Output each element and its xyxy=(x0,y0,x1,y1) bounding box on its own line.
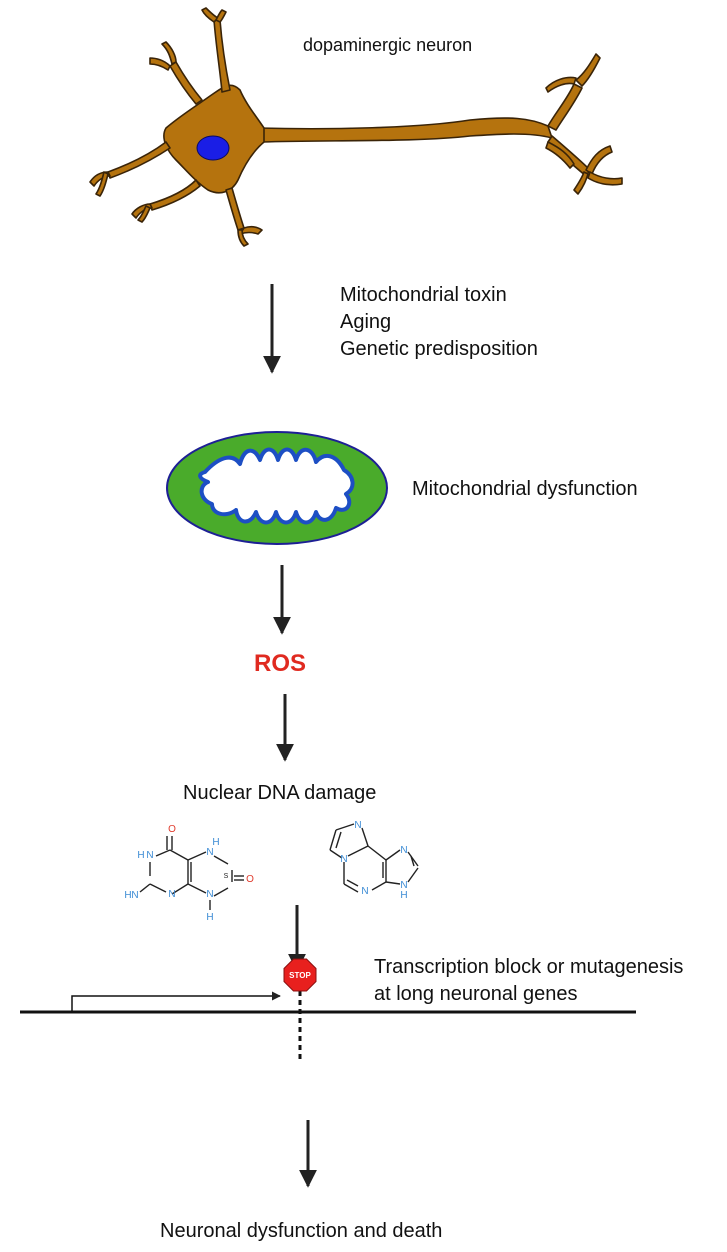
etheno-atoms: N N N N N H xyxy=(340,820,407,901)
ros-label: ROS xyxy=(254,650,307,677)
gene-track xyxy=(20,982,636,1062)
atom-h1: H xyxy=(137,850,144,861)
atom-h7: H xyxy=(212,837,219,848)
nuclear-dna-damage-label: Nuclear DNA damage xyxy=(183,782,377,804)
etheno-molecule xyxy=(329,823,419,893)
atom-n3: N xyxy=(168,889,175,900)
neuron-label: dopaminergic neuron xyxy=(303,35,473,55)
atom-n-right: N xyxy=(400,845,407,856)
stop-sign-label: STOP xyxy=(289,971,311,980)
outcome-label: Neuronal dysfunction and death xyxy=(160,1220,443,1242)
dopaminergic-neuron-illustration xyxy=(89,7,623,247)
atom-h-right: H xyxy=(400,890,407,901)
atom-n1: N xyxy=(146,850,153,861)
atom-h9: H xyxy=(206,912,213,923)
atom-nh2-n: N xyxy=(131,890,138,901)
atom-n-top: N xyxy=(354,820,361,831)
atom-n7: N xyxy=(206,847,213,858)
stressor-aging: Aging xyxy=(340,311,392,333)
atom-n-right-bottom: N xyxy=(400,880,407,891)
atom-n-bottom: N xyxy=(361,886,368,897)
atom-o-top: O xyxy=(168,824,176,835)
mitochondrial-dysfunction-label: Mitochondrial dysfunction xyxy=(412,478,638,500)
oxoguanine-molecule xyxy=(139,836,244,910)
flow-arrows xyxy=(263,284,317,1188)
neuron-nucleus xyxy=(196,135,230,161)
atom-n-left: N xyxy=(340,854,347,865)
atom-stereo: S xyxy=(224,873,229,880)
transcription-block-label-line1: Transcription block or mutagenesis xyxy=(374,956,684,978)
oxoguanine-atoms: O N H N N H N H O N H S xyxy=(124,824,254,923)
transcription-block-label-line2: at long neuronal genes xyxy=(374,983,578,1005)
stressor-mitochondrial-toxin: Mitochondrial toxin xyxy=(340,284,507,306)
stressor-genetic-predisposition: Genetic predisposition xyxy=(340,338,538,360)
mitochondrion-illustration xyxy=(166,431,388,545)
mitochondrion-cristae xyxy=(198,447,355,525)
atom-o8: O xyxy=(246,874,254,885)
atom-nh2-h: H xyxy=(124,890,131,901)
atom-n9: N xyxy=(206,889,213,900)
stop-sign: STOP xyxy=(283,958,317,992)
transcription-arrow xyxy=(71,991,281,1012)
